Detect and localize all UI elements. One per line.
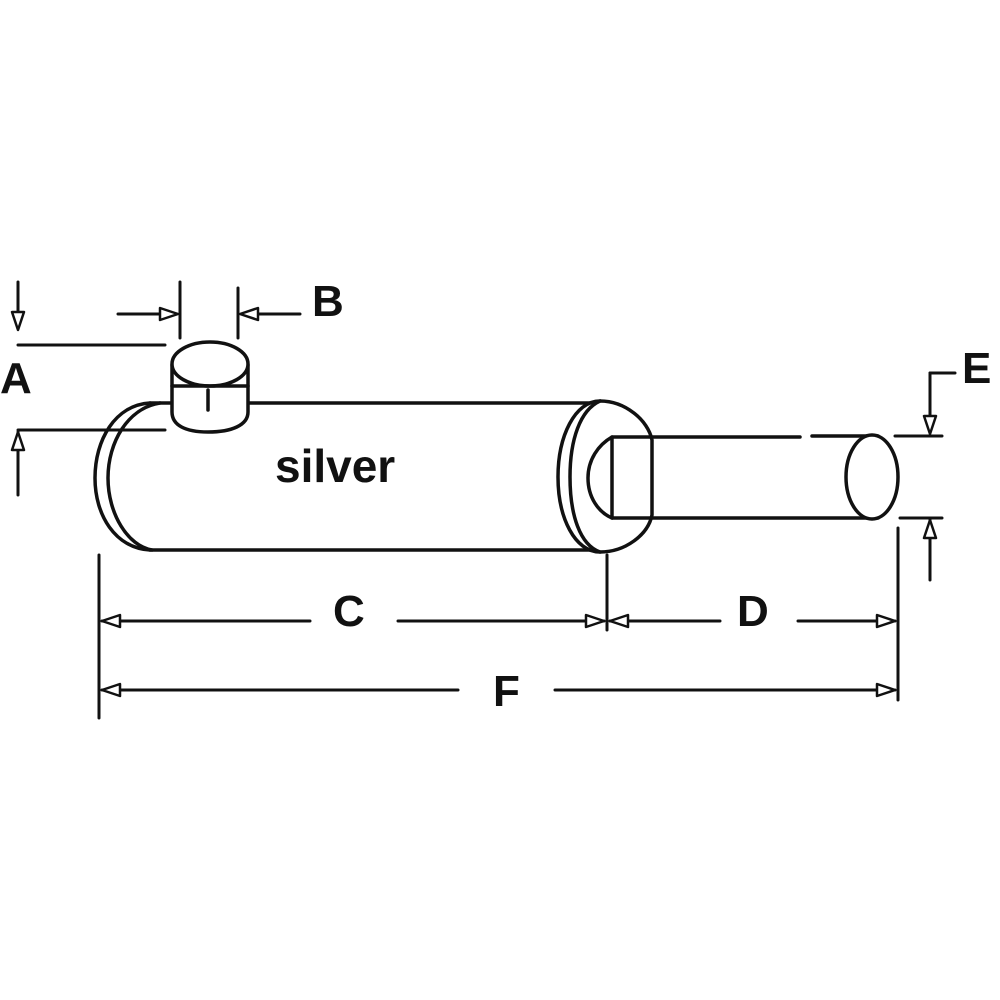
dimension-c-label: C xyxy=(333,587,365,636)
extension-lines xyxy=(97,526,900,720)
dimension-e-label: E xyxy=(962,344,991,393)
dimension-a-label: A xyxy=(0,354,32,403)
outlet-pipe xyxy=(586,433,900,521)
dimension-f: F xyxy=(100,667,897,716)
dimension-c: C xyxy=(100,587,606,636)
dimension-d-label: D xyxy=(737,587,769,636)
dimension-a: A xyxy=(0,280,167,497)
dimension-f-label: F xyxy=(493,667,520,716)
dimension-b-label: B xyxy=(312,277,344,326)
dimension-d: D xyxy=(608,587,897,636)
dimension-b: B xyxy=(116,277,344,340)
inlet-stub xyxy=(170,340,250,434)
dimension-e: E xyxy=(893,344,991,582)
body-label: silver xyxy=(275,440,395,492)
